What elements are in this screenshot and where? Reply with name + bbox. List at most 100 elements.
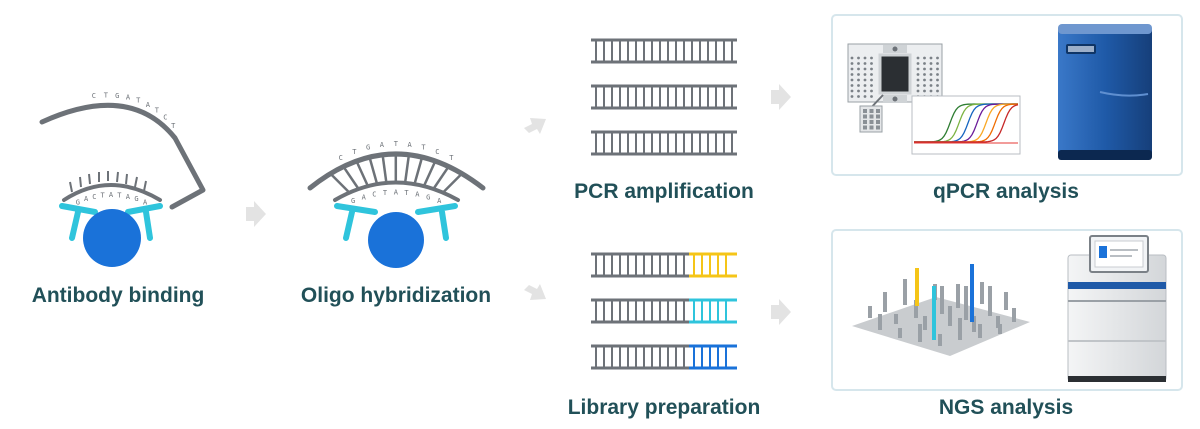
plate-well bbox=[870, 84, 873, 87]
hybridization-rung bbox=[413, 156, 424, 185]
plate-well bbox=[857, 78, 860, 82]
plate-well bbox=[863, 89, 867, 93]
dna-ladder bbox=[591, 298, 737, 324]
dna-ladder bbox=[591, 252, 737, 278]
sequence-letter: T bbox=[352, 148, 357, 156]
antibody-body bbox=[368, 212, 424, 268]
sequence-letter: G bbox=[426, 193, 430, 201]
qpcr-analysis-label: qPCR analysis bbox=[933, 180, 1079, 203]
sequence-letter: T bbox=[100, 192, 105, 200]
plate-well bbox=[916, 84, 920, 87]
plate-well bbox=[923, 73, 926, 76]
plate-well bbox=[923, 78, 926, 82]
plate-well bbox=[850, 73, 854, 76]
antibody-body bbox=[83, 209, 141, 267]
plate-well bbox=[929, 89, 933, 93]
plate-well bbox=[863, 73, 867, 76]
sequence-letter: A bbox=[437, 197, 442, 205]
plate-well bbox=[923, 56, 926, 60]
library-fragments bbox=[591, 252, 737, 370]
plate-well bbox=[916, 89, 920, 93]
plate-well bbox=[929, 73, 933, 76]
hybridization-rung bbox=[381, 154, 388, 184]
plate-well bbox=[916, 56, 920, 60]
chip-cell bbox=[876, 125, 880, 130]
outer-oligo-strand bbox=[39, 102, 206, 210]
hybridization-rung bbox=[368, 156, 379, 185]
plate-well bbox=[857, 89, 860, 93]
plate-well bbox=[923, 67, 926, 71]
hybridization-rung bbox=[342, 165, 360, 190]
plate-well bbox=[857, 84, 860, 87]
plate-well bbox=[870, 62, 873, 65]
chip-cell bbox=[869, 120, 874, 124]
plate-well bbox=[850, 78, 854, 82]
plate-well bbox=[936, 67, 939, 71]
plate-well bbox=[850, 95, 854, 98]
sequence-letter: A bbox=[126, 193, 131, 201]
plate-well bbox=[857, 62, 860, 65]
chevron-arrow-icon bbox=[246, 201, 266, 227]
hybridization-rungs bbox=[329, 154, 463, 194]
plate-well bbox=[923, 84, 926, 87]
sequence-letter: A bbox=[143, 198, 148, 206]
plate-well bbox=[936, 78, 939, 82]
plate-well bbox=[929, 67, 933, 71]
plate-well bbox=[863, 67, 867, 71]
sequence-letter: A bbox=[146, 101, 151, 109]
sequence-letter: A bbox=[84, 195, 89, 203]
sequence-letter: A bbox=[394, 189, 399, 197]
dna-ladder bbox=[591, 38, 737, 64]
sequence-letter: T bbox=[104, 91, 109, 99]
sequence-letter: T bbox=[421, 144, 426, 152]
qpcr-instrument-icon bbox=[1058, 24, 1152, 160]
plate-well bbox=[850, 89, 854, 93]
sequence-letter: A bbox=[380, 141, 385, 149]
plate-well bbox=[936, 62, 939, 65]
plate-well bbox=[850, 84, 854, 87]
pcr-amplification-label: PCR amplification bbox=[574, 180, 754, 203]
plate-well bbox=[850, 62, 854, 65]
plate-well bbox=[936, 84, 939, 87]
plate-well bbox=[863, 62, 867, 65]
sequence-letter: C bbox=[163, 114, 167, 122]
flow-arrows bbox=[246, 84, 791, 325]
plate-well bbox=[916, 62, 920, 65]
sequence-letter: A bbox=[126, 94, 131, 102]
hybridization-rung bbox=[432, 165, 450, 190]
plate-well bbox=[870, 78, 873, 82]
sequence-letter: A bbox=[362, 193, 367, 201]
plate-well bbox=[850, 67, 854, 71]
chip-cell bbox=[863, 109, 867, 113]
hybridization-rung bbox=[329, 172, 351, 194]
sequence-letter: G bbox=[115, 92, 119, 100]
plate-well bbox=[936, 73, 939, 76]
plate-well bbox=[916, 73, 920, 76]
chip-cell bbox=[863, 114, 867, 119]
plate-well bbox=[857, 73, 860, 76]
chevron-arrow-icon bbox=[524, 284, 546, 300]
plate-well bbox=[857, 56, 860, 60]
hybridization-rung bbox=[355, 160, 370, 187]
sequence-letter: G bbox=[366, 144, 370, 152]
sequence-letter: T bbox=[404, 189, 409, 197]
sequence-letter: G bbox=[76, 198, 80, 206]
plate-well bbox=[870, 73, 873, 76]
sequence-letter: T bbox=[171, 122, 176, 130]
chevron-arrow-icon bbox=[771, 299, 791, 325]
plate-well bbox=[936, 89, 939, 93]
plate-well bbox=[929, 78, 933, 82]
sequence-letter: T bbox=[117, 192, 122, 200]
plate-well bbox=[923, 89, 926, 93]
plate-well bbox=[929, 84, 933, 87]
sequencer-icon bbox=[1067, 235, 1167, 382]
sequence-letter: G bbox=[351, 197, 355, 205]
hybridization-rung bbox=[422, 160, 437, 187]
